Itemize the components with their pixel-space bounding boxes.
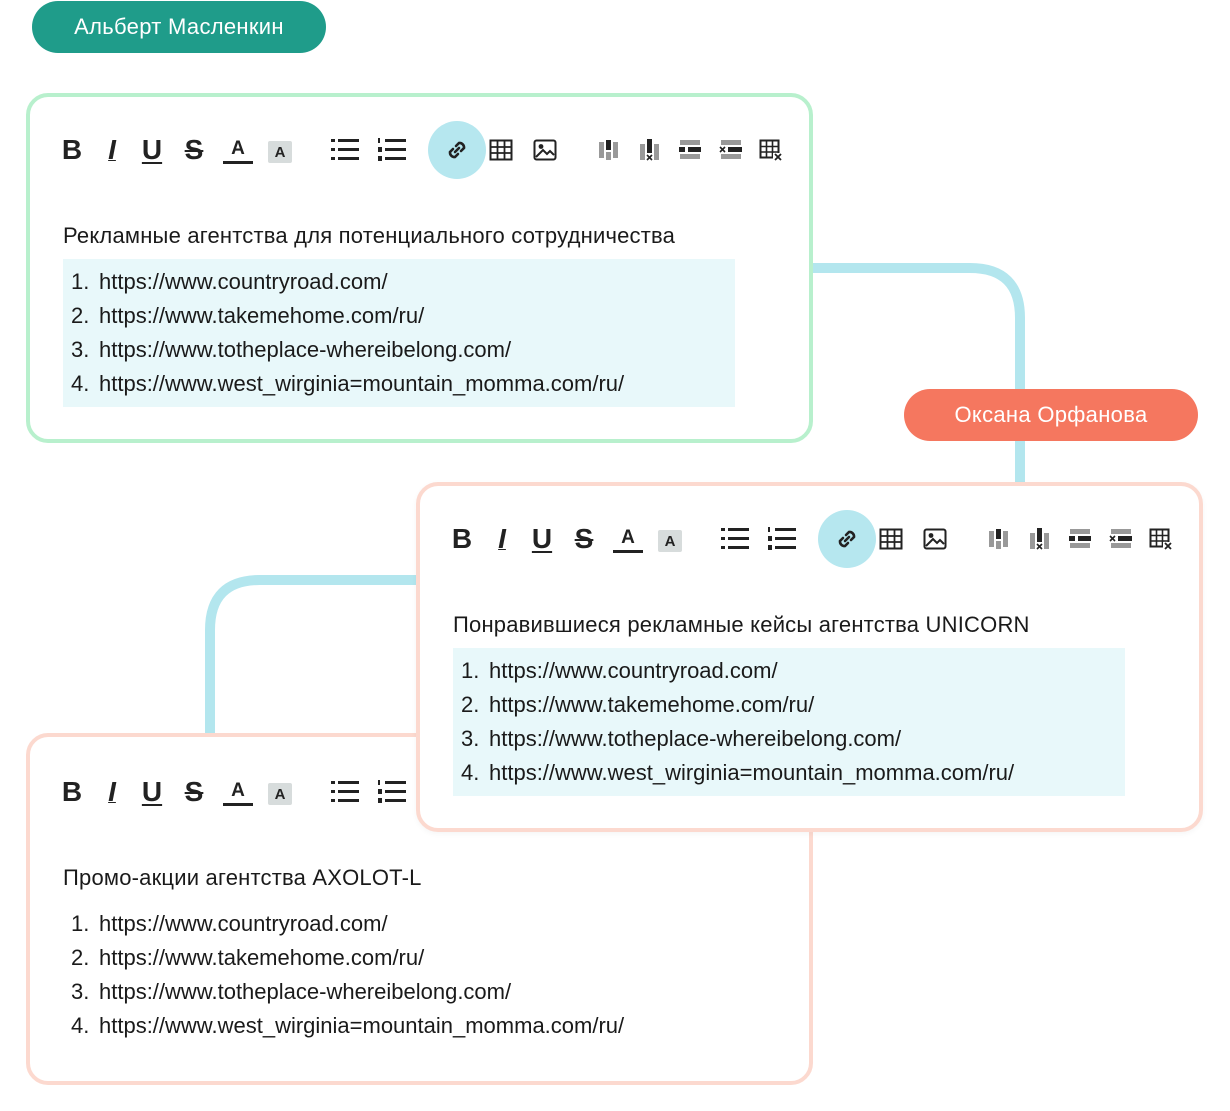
editor-toolbar: B I U S A A xyxy=(30,97,809,209)
table-icon[interactable] xyxy=(486,133,516,167)
numbered-list-icon[interactable] xyxy=(767,522,797,556)
editor-toolbar: B I U S A A xyxy=(30,737,809,849)
card-title: Промо-акции агентства AXOLOT-L xyxy=(63,865,422,890)
link-icon[interactable] xyxy=(428,121,486,179)
list-item[interactable]: 3.https://www.totheplace-whereibelong.co… xyxy=(461,726,902,751)
list-item[interactable]: 1.https://www.countryroad.com/ xyxy=(71,269,388,294)
list-item[interactable]: 4.https://www.west_wirginia=mountain_mom… xyxy=(71,1013,625,1038)
font-color-button[interactable]: A xyxy=(613,526,643,553)
underline-button[interactable]: U xyxy=(531,523,553,554)
list-item[interactable]: 3.https://www.totheplace-whereibelong.co… xyxy=(71,979,512,1004)
underline-button[interactable]: U xyxy=(141,134,163,165)
list-item[interactable]: 2.https://www.takemehome.com/ru/ xyxy=(71,303,425,328)
highlight-button[interactable]: A xyxy=(658,530,682,552)
list-item[interactable]: 1.https://www.countryroad.com/ xyxy=(71,911,388,936)
delete-table-icon[interactable] xyxy=(1146,522,1176,556)
editor-card-2[interactable]: B I U S A A xyxy=(416,482,1203,832)
bold-button[interactable]: B xyxy=(451,523,473,554)
font-color-button[interactable]: A xyxy=(223,137,253,164)
insert-row-icon[interactable] xyxy=(675,133,705,167)
link-icon[interactable] xyxy=(818,510,876,568)
delete-row-icon[interactable] xyxy=(716,133,746,167)
link-list: 1.https://www.countryroad.com/ 2.https:/… xyxy=(63,901,735,1049)
italic-button[interactable]: I xyxy=(108,134,116,165)
editor-card-3[interactable]: B I U S A A Промо-акции агентства AXOLOT… xyxy=(26,733,813,1085)
list-item[interactable]: 3.https://www.totheplace-whereibelong.co… xyxy=(71,337,512,362)
italic-button[interactable]: I xyxy=(108,776,116,807)
user-badge-oksana: Оксана Орфанова xyxy=(904,389,1198,441)
insert-column-left-icon[interactable] xyxy=(984,522,1014,556)
delete-table-icon[interactable] xyxy=(756,133,786,167)
bulleted-list-icon[interactable] xyxy=(720,522,750,556)
delete-column-icon[interactable] xyxy=(1025,522,1055,556)
font-color-button[interactable]: A xyxy=(223,779,253,806)
list-item[interactable]: 2.https://www.takemehome.com/ru/ xyxy=(461,692,815,717)
numbered-list-icon[interactable] xyxy=(377,133,407,167)
strikethrough-button[interactable]: S xyxy=(574,523,594,554)
card-title: Рекламные агентства для потенциального с… xyxy=(63,223,676,248)
list-item[interactable]: 4.https://www.west_wirginia=mountain_mom… xyxy=(461,760,1015,785)
insert-column-left-icon[interactable] xyxy=(594,133,624,167)
bulleted-list-icon[interactable] xyxy=(330,775,360,809)
strikethrough-button[interactable]: S xyxy=(184,134,204,165)
editor-toolbar: B I U S A A xyxy=(420,486,1199,598)
strikethrough-button[interactable]: S xyxy=(184,776,204,807)
user-badge-albert: Альберт Масленкин xyxy=(32,1,326,53)
table-icon[interactable] xyxy=(876,522,906,556)
list-item[interactable]: 2.https://www.takemehome.com/ru/ xyxy=(71,945,425,970)
image-icon[interactable] xyxy=(530,133,560,167)
delete-column-icon[interactable] xyxy=(635,133,665,167)
bold-button[interactable]: B xyxy=(61,134,83,165)
underline-button[interactable]: U xyxy=(141,776,163,807)
list-item[interactable]: 1.https://www.countryroad.com/ xyxy=(461,658,778,683)
highlight-button[interactable]: A xyxy=(268,141,292,163)
delete-row-icon[interactable] xyxy=(1106,522,1136,556)
highlight-button[interactable]: A xyxy=(268,783,292,805)
bold-button[interactable]: B xyxy=(61,776,83,807)
insert-row-icon[interactable] xyxy=(1065,522,1095,556)
italic-button[interactable]: I xyxy=(498,523,506,554)
link-list: 1.https://www.countryroad.com/ 2.https:/… xyxy=(63,259,735,407)
bulleted-list-icon[interactable] xyxy=(330,133,360,167)
list-item[interactable]: 4.https://www.west_wirginia=mountain_mom… xyxy=(71,371,625,396)
numbered-list-icon[interactable] xyxy=(377,775,407,809)
link-list: 1.https://www.countryroad.com/ 2.https:/… xyxy=(453,648,1125,796)
card-title: Понравившиеся рекламные кейсы агентства … xyxy=(453,612,1030,637)
editor-card-1[interactable]: B I U S A A xyxy=(26,93,813,443)
image-icon[interactable] xyxy=(920,522,950,556)
